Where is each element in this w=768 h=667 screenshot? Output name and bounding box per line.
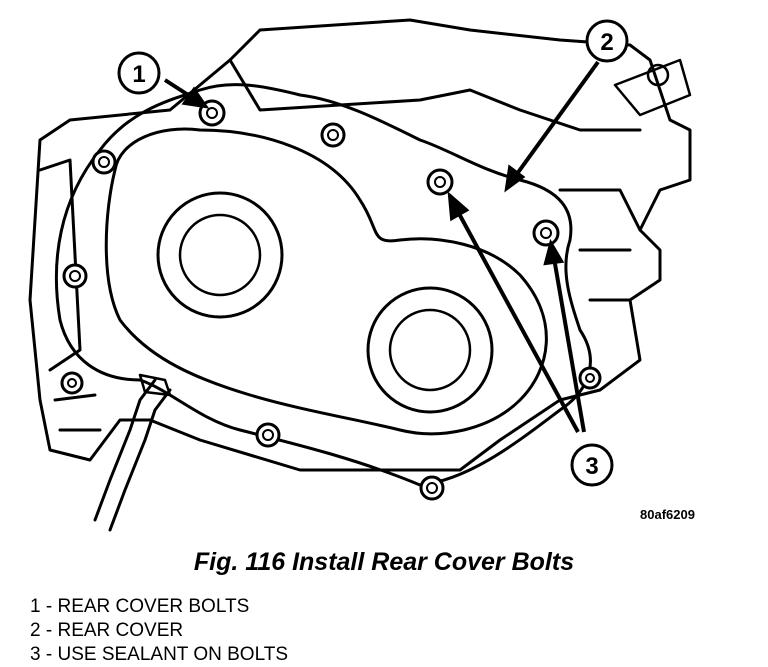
arrowhead-2 [504,164,526,193]
legend-number: 3 [30,644,41,665]
callout-1-number: 1 [132,61,145,88]
upper-bore [156,191,284,319]
cooler-line [93,378,172,532]
bolt [419,475,445,501]
bolt [578,366,602,390]
housing-flange-right [613,58,692,117]
leader-line-3a [455,209,580,433]
housing-detail-left [38,158,102,432]
bolt [62,263,88,289]
transmission-housing [28,18,692,472]
bolt [60,371,84,395]
leader-line-2 [512,60,600,180]
rear-cover-outline [54,83,592,487]
legend-text: USE SEALANT ON BOLTS [57,644,289,665]
housing-boss [646,63,670,87]
rear-cover-raised-section [104,127,548,436]
housing-detail-right [558,188,642,302]
upper-bore-inner [178,213,262,297]
housing-detail-upper [228,58,642,132]
bolt [91,149,117,175]
legend: 1 - REAR COVER BOLTS 2 - REAR COVER 3 - … [30,595,288,667]
legend-text: REAR COVER BOLTS [57,596,250,617]
figure-caption: Fig. 116 Install Rear Cover Bolts [193,548,575,576]
arrowhead-1 [181,86,210,109]
legend-number: 1 [30,596,41,617]
bolt [255,422,281,448]
callout-2-number: 2 [600,29,613,56]
legend-item: 2 - REAR COVER [30,620,184,641]
lower-bore-inner [388,308,472,392]
line-fitting [138,373,172,397]
arrowhead-3a [447,191,470,222]
leader-line-3b [552,257,586,433]
drawing-code: 80af6209 [640,507,695,522]
bolt [532,219,560,247]
legend-item: 3 - USE SEALANT ON BOLTS [30,644,289,665]
legend-item: 1 - REAR COVER BOLTS [30,596,250,617]
callout-2 [585,19,629,63]
callout-1 [117,51,161,95]
callout-3-number: 3 [585,453,598,480]
legend-text: REAR COVER [57,620,184,641]
legend-number: 2 [30,620,41,641]
arrowhead-3b [543,238,565,266]
bolt [426,168,454,196]
lower-bore [366,286,494,414]
transmission-rear-cover-illustration: 1 2 3 [28,18,692,532]
bolt [320,122,346,148]
callout-3 [570,443,614,487]
